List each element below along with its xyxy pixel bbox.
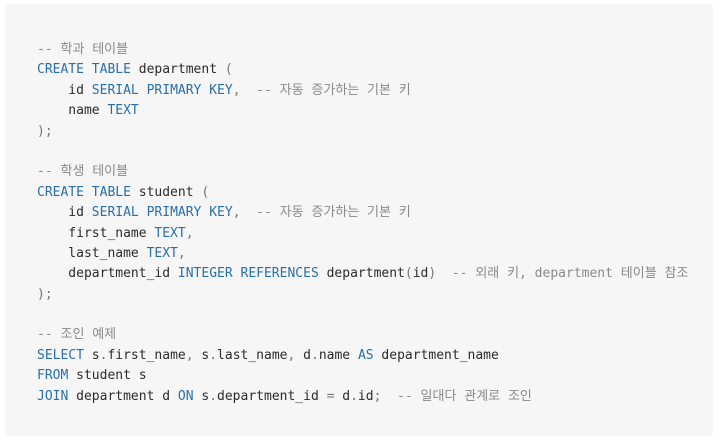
code-line bbox=[37, 142, 713, 162]
sql-keyword: JOIN bbox=[37, 388, 69, 404]
sql-comment: -- 외래 키, department 테이블 참조 bbox=[436, 266, 689, 282]
code-line: first_name TEXT, bbox=[37, 224, 713, 244]
sql-identifier: department d bbox=[68, 388, 178, 404]
sql-identifier: last_name bbox=[37, 245, 147, 261]
sql-punctuation: ( bbox=[201, 184, 210, 200]
code-line: ); bbox=[37, 285, 713, 305]
code-line: FROM student s bbox=[37, 366, 713, 386]
sql-identifier: name bbox=[318, 347, 358, 363]
sql-punctuation: ( bbox=[404, 266, 413, 282]
sql-identifier: id bbox=[357, 388, 374, 404]
code-line: name TEXT bbox=[37, 101, 713, 121]
code-line: ); bbox=[37, 122, 713, 142]
sql-identifier: first_name bbox=[107, 347, 186, 363]
sql-punctuation: , bbox=[177, 245, 186, 261]
sql-punctuation: . bbox=[350, 388, 358, 404]
sql-identifier: department_id bbox=[37, 266, 178, 282]
sql-keyword: TEXT bbox=[154, 225, 186, 241]
code-line: CREATE TABLE student ( bbox=[37, 183, 713, 203]
code-lines: -- 학과 테이블 CREATE TABLE department ( id SE… bbox=[37, 40, 713, 407]
sql-identifier: student bbox=[130, 184, 202, 200]
sql-identifier: s bbox=[193, 347, 210, 363]
sql-identifier: id bbox=[412, 266, 429, 282]
code-line: last_name TEXT, bbox=[37, 244, 713, 264]
sql-comment: -- 학생 테이블 bbox=[37, 164, 129, 180]
sql-punctuation: , bbox=[185, 225, 194, 241]
sql-comment: -- 일대다 관계로 조인 bbox=[381, 388, 532, 404]
sql-punctuation: ); bbox=[37, 123, 53, 139]
sql-identifier: id bbox=[37, 82, 92, 98]
sql-identifier: department_id bbox=[217, 388, 327, 404]
sql-punctuation: . bbox=[99, 347, 108, 363]
sql-identifier: last_name bbox=[217, 347, 288, 363]
sql-punctuation: . bbox=[209, 388, 218, 404]
sql-comment: -- 자동 증가하는 기본 키 bbox=[240, 205, 411, 221]
code-line: SELECT s.first_name, s.last_name, d.name… bbox=[37, 346, 713, 366]
sql-punctuation: , bbox=[287, 347, 296, 363]
sql-identifier: d bbox=[334, 388, 351, 404]
sql-punctuation: . bbox=[209, 347, 218, 363]
sql-comment: -- 학과 테이블 bbox=[37, 42, 129, 57]
sql-keyword: SERIAL PRIMARY KEY bbox=[91, 82, 233, 98]
sql-identifier: department bbox=[318, 266, 405, 282]
sql-keyword: TEXT bbox=[146, 245, 178, 261]
code-line: department_id INTEGER REFERENCES departm… bbox=[37, 264, 713, 284]
sql-identifier: department_name bbox=[373, 347, 499, 363]
sql-punctuation: ) bbox=[428, 266, 437, 282]
sql-identifier: first_name bbox=[37, 225, 155, 241]
sql-comment: -- 조인 예제 bbox=[37, 327, 117, 343]
sql-keyword: ON bbox=[177, 388, 194, 404]
code-line: id SERIAL PRIMARY KEY, -- 자동 증가하는 기본 키 bbox=[37, 81, 713, 101]
sql-punctuation: , bbox=[185, 347, 194, 363]
sql-punctuation: . bbox=[310, 347, 319, 363]
sql-identifier: student s bbox=[68, 368, 147, 384]
code-line: id SERIAL PRIMARY KEY, -- 자동 증가하는 기본 키 bbox=[37, 203, 713, 223]
sql-punctuation: ); bbox=[37, 286, 53, 302]
sql-comment: -- 자동 증가하는 기본 키 bbox=[240, 82, 411, 98]
sql-keyword: CREATE TABLE bbox=[37, 62, 131, 78]
sql-keyword: AS bbox=[357, 347, 374, 363]
sql-keyword: SELECT bbox=[37, 347, 84, 363]
sql-keyword: FROM bbox=[37, 368, 69, 384]
code-line bbox=[37, 305, 713, 325]
code-line: CREATE TABLE department ( bbox=[37, 60, 713, 80]
sql-identifier: name bbox=[37, 103, 108, 119]
sql-keyword: INTEGER REFERENCES bbox=[177, 266, 319, 282]
sql-identifier: s bbox=[83, 347, 100, 363]
sql-keyword: TEXT bbox=[107, 103, 139, 119]
code-line: -- 학생 테이블 bbox=[37, 162, 713, 182]
code-line: -- 학과 테이블 bbox=[37, 40, 713, 60]
sql-punctuation: ( bbox=[224, 62, 233, 78]
sql-identifier: s bbox=[193, 388, 210, 404]
sql-punctuation: = bbox=[326, 388, 335, 404]
sql-identifier: department bbox=[130, 62, 225, 78]
sql-punctuation: , bbox=[232, 82, 241, 98]
sql-keyword: CREATE TABLE bbox=[37, 184, 131, 200]
code-line: JOIN department d ON s.department_id = d… bbox=[37, 387, 713, 407]
sql-punctuation: ; bbox=[373, 388, 382, 404]
sql-punctuation: , bbox=[232, 205, 241, 221]
sql-identifier: id bbox=[37, 205, 92, 221]
sql-code-block: -- 학과 테이블 CREATE TABLE department ( id SE… bbox=[5, 4, 713, 436]
sql-keyword: SERIAL PRIMARY KEY bbox=[91, 205, 233, 221]
sql-identifier: d bbox=[295, 347, 311, 363]
code-line: -- 조인 예제 bbox=[37, 325, 713, 345]
